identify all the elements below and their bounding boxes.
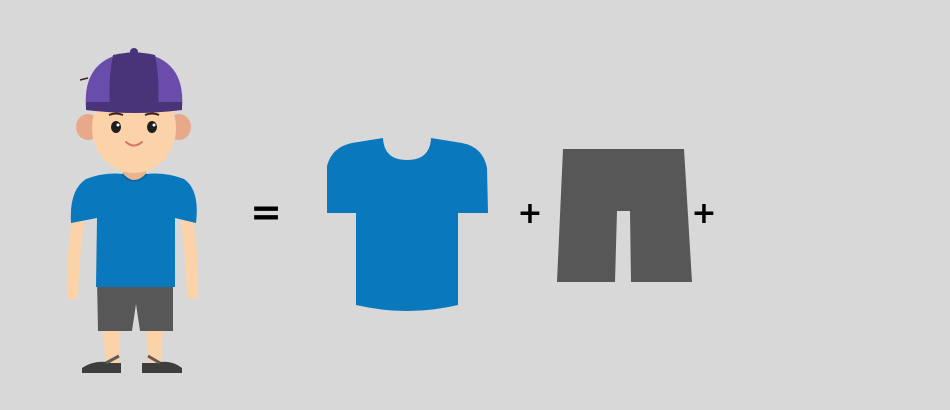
cap <box>79 48 183 113</box>
t-shirt-icon <box>327 138 488 311</box>
smile <box>125 141 143 147</box>
equals-sign: = <box>250 190 282 234</box>
eyebrows <box>108 112 160 116</box>
boy-shorts <box>97 280 173 331</box>
arms <box>66 218 199 300</box>
sandals <box>82 354 182 373</box>
shorts-icon <box>557 149 692 282</box>
cartoon-boy <box>66 48 199 373</box>
plus-sign-2: + <box>691 196 717 231</box>
boy-shirt <box>70 173 197 287</box>
plus-sign-1: + <box>517 196 543 231</box>
eyes <box>111 121 157 133</box>
